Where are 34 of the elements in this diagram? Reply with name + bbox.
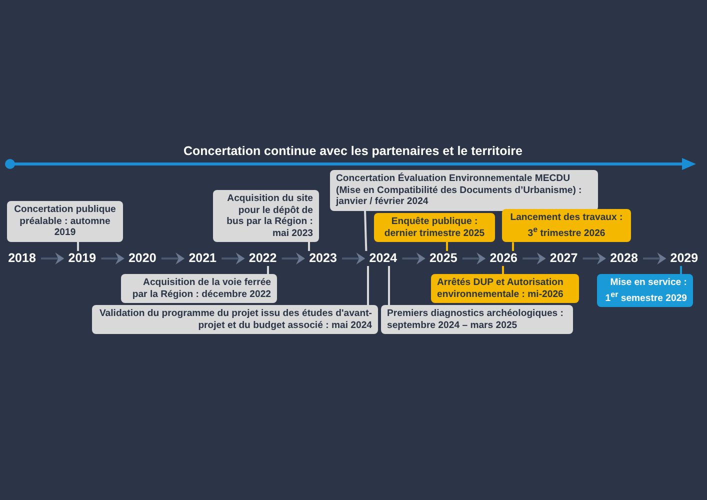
callout-box: Lancement des travaux : 3$^{e}$ trimestre 2026 <box>502 209 631 242</box>
year-label: 2020 <box>124 251 160 266</box>
chevron-arrow <box>462 252 486 264</box>
chevron-arrow <box>222 252 245 264</box>
callout-box: Acquisition de la voie ferrée par la Région : décembre 2022 <box>121 274 277 303</box>
year-label: 2027 <box>546 251 582 266</box>
callout-box: Enquête publique : dernier trimestre 2025 <box>374 213 495 242</box>
chevron-arrow <box>643 252 666 264</box>
year-label: 2022 <box>244 251 281 266</box>
callout-box: Acquisition du site pour le dépôt de bus par la Région : mai 2023 <box>213 190 319 242</box>
chevron-arrow <box>282 252 305 264</box>
year-label: 2023 <box>305 251 341 266</box>
year-label: 2019 <box>64 251 100 266</box>
chevron-arrow <box>161 252 185 264</box>
chevron-arrow <box>402 252 426 264</box>
chevron-arrow <box>582 252 606 264</box>
callout-box: Concertation publique préalable : automne 2019 <box>7 201 123 242</box>
chevron-arrow <box>101 252 124 264</box>
callout-box: Premiers diagnostics archéologiques : septembre 2024 – mars 2025 <box>381 305 573 334</box>
year-label: 2028 <box>606 251 642 266</box>
callout-box: Validation du programme du projet issu des études d'avant-projet et du budget associé : mai 2024 <box>92 305 378 334</box>
banner-text: Concertation continue avec les partenaires et le territoire <box>184 144 523 158</box>
chevron-arrow <box>522 252 546 264</box>
chevron-arrow <box>342 252 366 264</box>
callout-box: Arrêtés DUP et Autorisation environnementale : mi-2026 <box>431 274 579 303</box>
chevron-arrow <box>41 252 64 264</box>
year-label: 2021 <box>184 251 221 266</box>
year-label: 2018 <box>4 251 40 266</box>
year-label: 2025 <box>425 251 462 266</box>
year-label: 2026 <box>486 251 522 266</box>
callout-box: Mise en service : 1$^{er}$ semestre 2029 <box>597 274 693 308</box>
year-label: 2024 <box>365 251 402 266</box>
callout-box: Concertation Évaluation Environnementale MECDU (Mise en Compatibilité des Documents d’Urbanisme) : janvier / février 2024 <box>330 170 598 210</box>
year-label: 2029 <box>666 251 702 266</box>
